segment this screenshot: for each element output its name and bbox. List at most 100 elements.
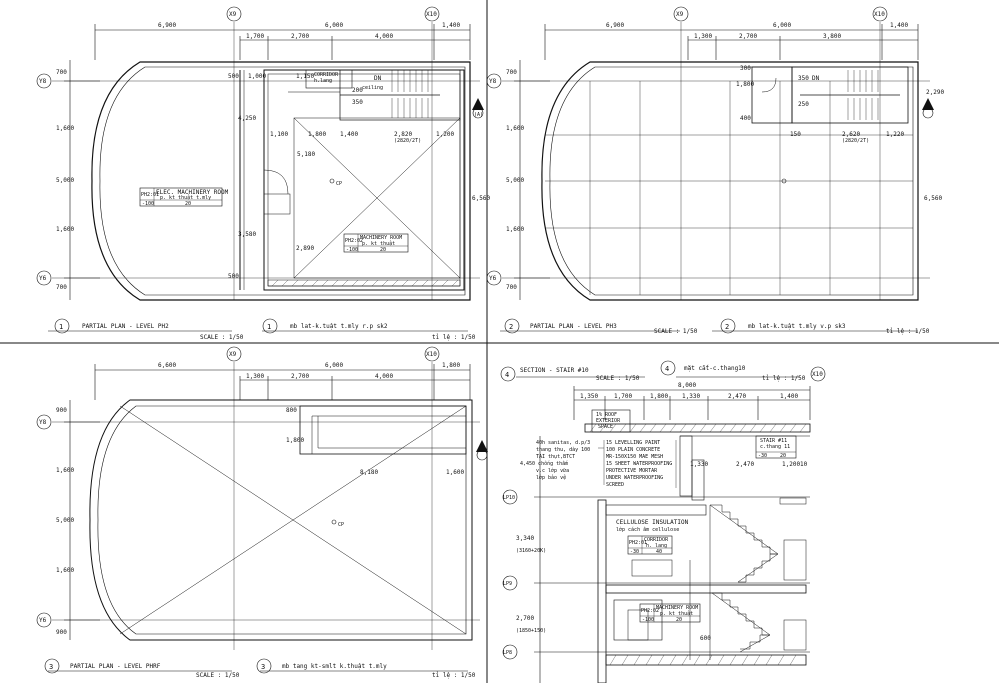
svg-text:350: 350 bbox=[352, 99, 363, 106]
grid-bubble-x10: X10 bbox=[810, 366, 826, 382]
svg-text:2,700: 2,700 bbox=[291, 33, 309, 40]
svg-text:CORRIDOR: CORRIDOR bbox=[314, 72, 339, 78]
svg-text:-100: -100 bbox=[642, 617, 654, 623]
level-bubble-lp9: LP9 bbox=[502, 575, 518, 591]
svg-text:LP10: LP10 bbox=[503, 495, 515, 501]
svg-text:1,800: 1,800 bbox=[650, 393, 668, 400]
svg-text:tỉ lệ : 1/50: tỉ lệ : 1/50 bbox=[762, 375, 806, 382]
svg-text:p. kt thuật: p. kt thuật bbox=[362, 240, 395, 247]
svg-text:X9: X9 bbox=[676, 11, 684, 18]
svg-text:5,180: 5,180 bbox=[297, 151, 315, 158]
svg-text:8,180: 8,180 bbox=[360, 469, 378, 476]
svg-text:ceiling: ceiling bbox=[362, 85, 383, 91]
panel-3-title: 3 PARTIAL PLAN - LEVEL PHRF SCALE : 1/50… bbox=[44, 658, 476, 679]
svg-text:SCALE : 1/50: SCALE : 1/50 bbox=[200, 334, 244, 341]
svg-text:6,560: 6,560 bbox=[924, 195, 942, 202]
svg-text:6,600: 6,600 bbox=[158, 362, 176, 369]
svg-text:3,580: 3,580 bbox=[238, 231, 256, 238]
svg-text:10: 10 bbox=[800, 461, 808, 468]
svg-text:2,820: 2,820 bbox=[394, 131, 412, 138]
svg-text:4: 4 bbox=[505, 371, 509, 379]
svg-text:LP8: LP8 bbox=[503, 650, 512, 656]
panel-1-title: 1 PARTIAL PLAN - LEVEL PH2 SCALE : 1/50 … bbox=[54, 318, 476, 341]
svg-text:4: 4 bbox=[665, 365, 669, 373]
svg-text:100 PLAIN CONCRETE: 100 PLAIN CONCRETE bbox=[606, 447, 660, 453]
svg-text:tỉ lệ : 1/50: tỉ lệ : 1/50 bbox=[432, 334, 476, 341]
svg-text:h.lang: h.lang bbox=[314, 78, 332, 84]
svg-text:2,890: 2,890 bbox=[296, 245, 314, 252]
svg-text:15 LEVELLING PAINT: 15 LEVELLING PAINT bbox=[606, 440, 660, 446]
svg-text:1,600: 1,600 bbox=[506, 226, 524, 233]
panel-2-title: 2 PARTIAL PLAN - LEVEL PH3 SCALE : 1/50 … bbox=[504, 318, 930, 335]
svg-text:1,800: 1,800 bbox=[286, 437, 304, 444]
svg-text:40: 40 bbox=[656, 549, 662, 555]
room-tag-corridor: CORRIDOR h.lang bbox=[305, 69, 353, 89]
svg-text:15 SHEET WATERPROOFING: 15 SHEET WATERPROOFING bbox=[606, 461, 672, 467]
svg-text:1,600: 1,600 bbox=[56, 226, 74, 233]
svg-text:1,800: 1,800 bbox=[308, 131, 326, 138]
grid-bubble-y6: Y6 bbox=[36, 270, 52, 286]
svg-text:SECTION - STAIR #10: SECTION - STAIR #10 bbox=[520, 367, 589, 374]
svg-text:p. kt thuật t.mly: p. kt thuật t.mly bbox=[160, 194, 211, 201]
panel-2-plan-ph3: X9 X10 Y8 Y6 6,900 6,000 1,400 1,300 2,7… bbox=[486, 6, 944, 332]
svg-text:TAI thụt,BTCT: TAI thụt,BTCT bbox=[536, 454, 575, 460]
svg-text:lớp bảo vệ: lớp bảo vệ bbox=[536, 474, 566, 481]
grid-bubble-y8: Y8 bbox=[486, 73, 502, 89]
svg-text:1,330: 1,330 bbox=[690, 461, 708, 468]
svg-text:4,250: 4,250 bbox=[238, 115, 256, 122]
panel-4-notes: 40h sanitas, d.p/3 thang thu, dày 100 TA… bbox=[520, 440, 808, 642]
svg-text:X9: X9 bbox=[229, 11, 237, 18]
svg-text:6,900: 6,900 bbox=[158, 22, 176, 29]
svg-text:1,600: 1,600 bbox=[506, 125, 524, 132]
svg-text:(A): (A) bbox=[474, 112, 483, 118]
svg-text:PARTIAL PLAN - LEVEL PH3: PARTIAL PLAN - LEVEL PH3 bbox=[530, 323, 617, 330]
svg-text:1,200: 1,200 bbox=[782, 461, 800, 468]
svg-text:X10: X10 bbox=[874, 11, 885, 18]
svg-text:1,000: 1,000 bbox=[248, 73, 266, 80]
grid-bubble-y8: Y8 bbox=[36, 73, 52, 89]
svg-text:1,300: 1,300 bbox=[246, 373, 264, 380]
svg-text:20: 20 bbox=[185, 201, 191, 207]
level-bubble-lp8: LP8 bbox=[502, 644, 518, 660]
svg-text:SCALE : 1/50: SCALE : 1/50 bbox=[196, 672, 240, 679]
svg-text:800: 800 bbox=[286, 407, 297, 414]
svg-text:PH2:01: PH2:01 bbox=[141, 192, 159, 198]
svg-text:1: 1 bbox=[59, 323, 63, 331]
svg-text:4,000: 4,000 bbox=[375, 373, 393, 380]
svg-text:MACHINERY ROOM: MACHINERY ROOM bbox=[360, 235, 402, 241]
svg-text:mb tang kt-smlt k.thuật t.mly: mb tang kt-smlt k.thuật t.mly bbox=[282, 663, 387, 670]
svg-text:v.c lớp vữa: v.c lớp vữa bbox=[536, 467, 569, 474]
svg-text:1,100: 1,100 bbox=[270, 131, 288, 138]
svg-text:150: 150 bbox=[790, 131, 801, 138]
svg-text:h. lang: h. lang bbox=[646, 543, 667, 549]
svg-text:thang thu, dày 100: thang thu, dày 100 bbox=[536, 446, 590, 453]
svg-text:MR-150X150 MAE MESH: MR-150X150 MAE MESH bbox=[606, 454, 663, 460]
svg-text:-100: -100 bbox=[346, 247, 358, 253]
svg-text:(2820/2T): (2820/2T) bbox=[842, 138, 869, 144]
svg-text:3: 3 bbox=[261, 663, 265, 671]
svg-text:1,400: 1,400 bbox=[890, 22, 908, 29]
svg-text:400: 400 bbox=[740, 115, 751, 122]
panel-4-title: 4 SECTION - STAIR #10 SCALE : 1/50 4 mặt… bbox=[505, 365, 806, 382]
svg-text:2,470: 2,470 bbox=[736, 461, 754, 468]
svg-text:1,150: 1,150 bbox=[296, 73, 314, 80]
svg-text:1,220: 1,220 bbox=[886, 131, 904, 138]
svg-text:CORRIDOR: CORRIDOR bbox=[644, 537, 669, 543]
svg-text:CELLULOSE INSULATION: CELLULOSE INSULATION bbox=[616, 519, 689, 526]
svg-text:700: 700 bbox=[506, 69, 517, 76]
svg-text:PARTIAL PLAN - LEVEL PHRF: PARTIAL PLAN - LEVEL PHRF bbox=[70, 663, 161, 670]
svg-text:1% ROOF: 1% ROOF bbox=[596, 412, 617, 418]
svg-text:40h sanitas, d.p/3: 40h sanitas, d.p/3 bbox=[536, 440, 590, 446]
svg-text:1,300: 1,300 bbox=[694, 33, 712, 40]
svg-text:X9: X9 bbox=[229, 351, 237, 358]
svg-text:SCALE : 1/50: SCALE : 1/50 bbox=[596, 375, 640, 382]
svg-text:tỉ lệ : 1/50: tỉ lệ : 1/50 bbox=[886, 328, 930, 335]
svg-text:-30: -30 bbox=[630, 549, 639, 555]
room-tag-elec-machinery: PH2:01 ELEC. MACHINERY ROOM p. kt thuật … bbox=[139, 187, 229, 207]
svg-text:6,000: 6,000 bbox=[773, 22, 791, 29]
svg-text:PROTECTIVE MORTAR: PROTECTIVE MORTAR bbox=[606, 468, 658, 474]
grid-bubble-x9: X9 bbox=[226, 346, 242, 362]
svg-text:EXTERIOR: EXTERIOR bbox=[596, 418, 621, 424]
svg-text:2,620: 2,620 bbox=[842, 131, 860, 138]
svg-text:1,800: 1,800 bbox=[442, 362, 460, 369]
